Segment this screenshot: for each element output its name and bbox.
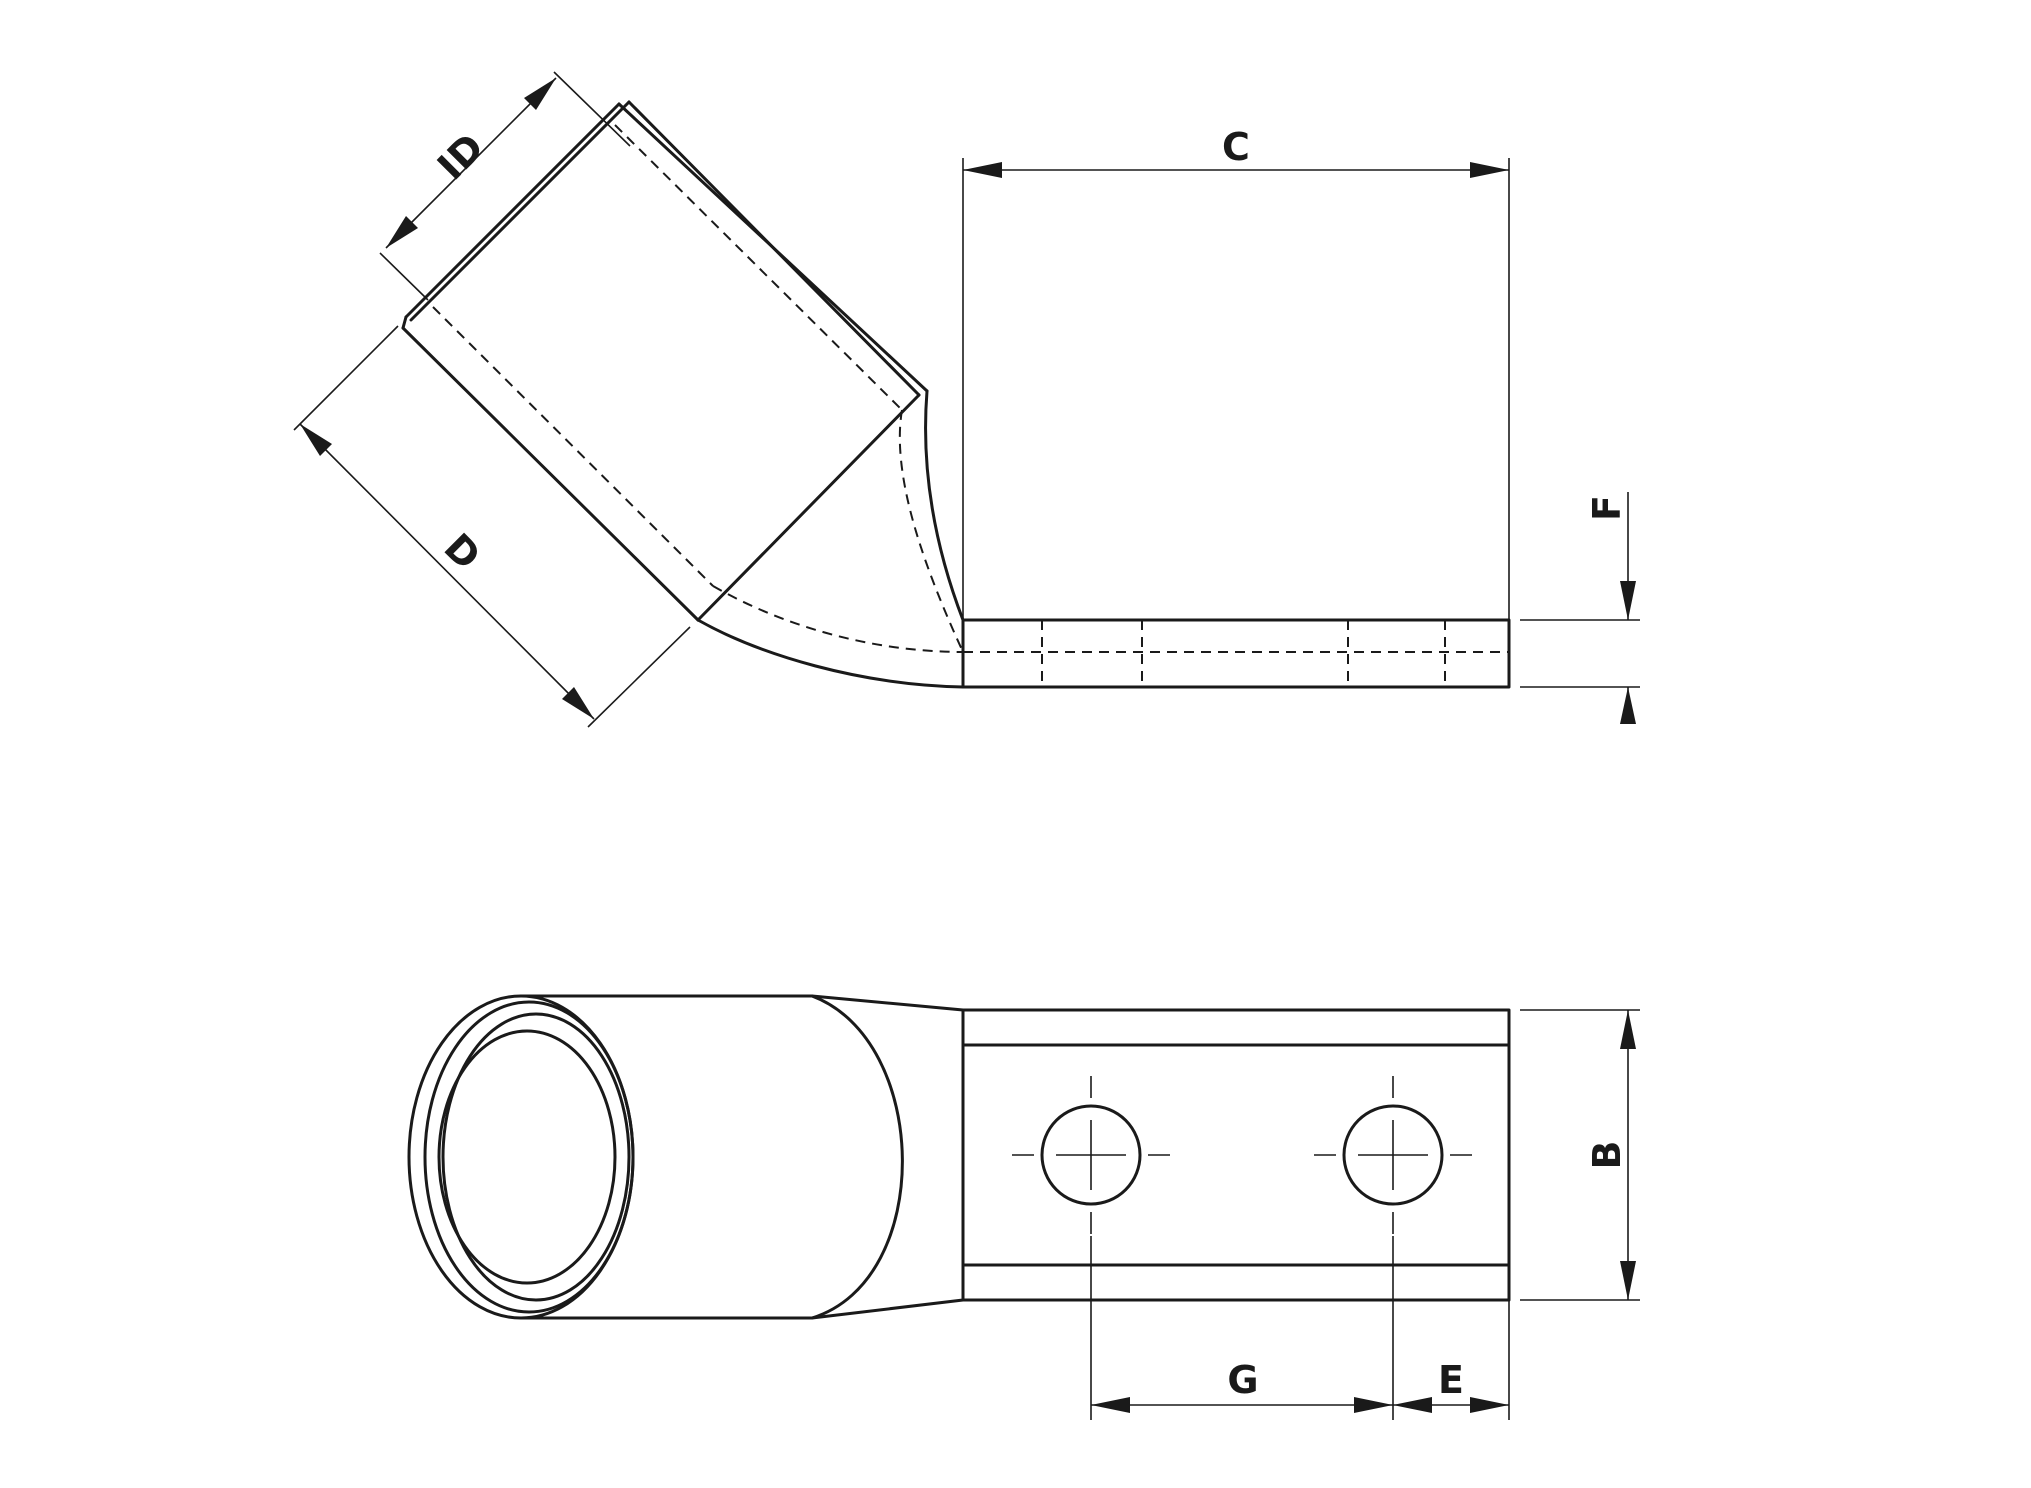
barrel-end-rings <box>407 994 635 1320</box>
top-view: B G E <box>407 994 1640 1420</box>
dimension-d: D <box>293 325 691 728</box>
dimension-id: ID <box>379 71 631 301</box>
label-id: ID <box>429 125 492 188</box>
palm-top <box>961 1008 1511 1302</box>
palm-side <box>961 618 1511 689</box>
dimension-b: B <box>1520 1009 1640 1301</box>
label-c: C <box>1222 125 1250 169</box>
label-f: F <box>1585 495 1629 521</box>
bolt-hole-right <box>1314 1076 1472 1234</box>
dimension-e: E <box>1393 1300 1510 1420</box>
label-b: B <box>1585 1141 1629 1170</box>
label-g: G <box>1227 1358 1258 1402</box>
barrel-body <box>519 994 965 1320</box>
bolt-hole-left <box>1012 1076 1170 1234</box>
barrel-outline <box>401 100 965 689</box>
side-view: ID D C F <box>293 71 1640 728</box>
dimension-f: F <box>1520 492 1640 724</box>
dimension-g: G <box>1090 1236 1394 1420</box>
label-e: E <box>1438 1358 1464 1402</box>
label-d: D <box>436 525 489 578</box>
dimension-c: C <box>962 125 1510 620</box>
barrel-hidden-bore <box>432 124 964 653</box>
